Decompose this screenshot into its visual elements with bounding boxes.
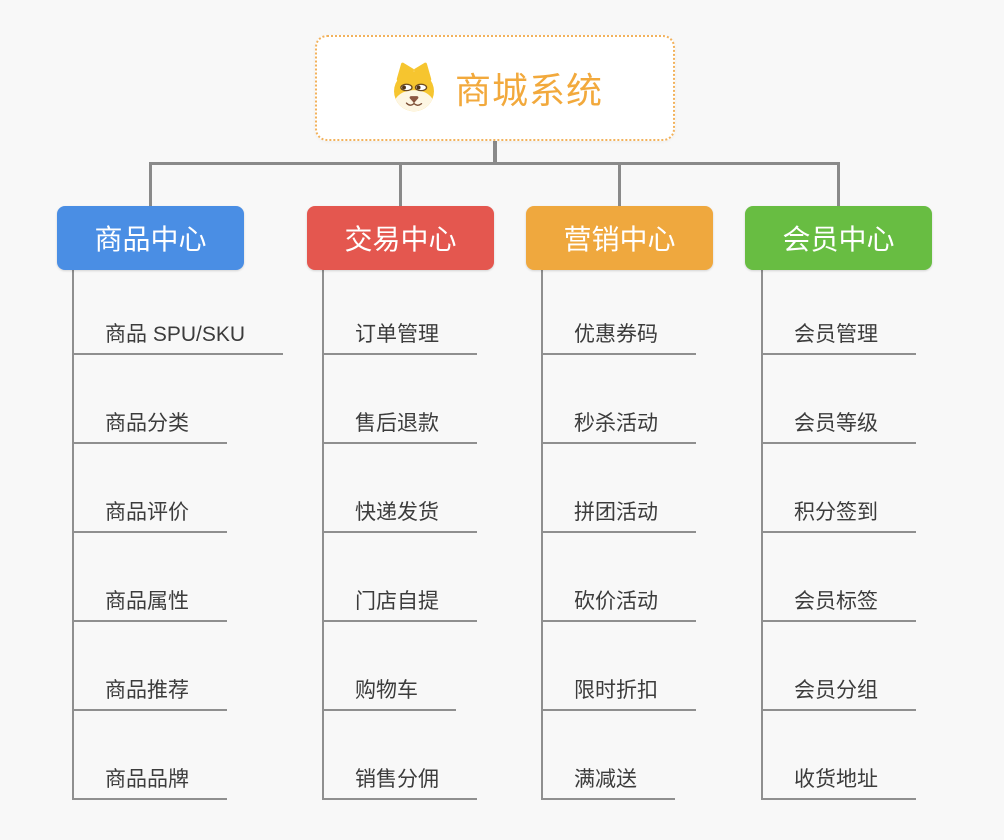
subtopic-node[interactable]: 会员等级 bbox=[761, 410, 916, 444]
branch-node-members[interactable]: 会员中心 bbox=[745, 206, 932, 270]
subtopic-node[interactable]: 订单管理 bbox=[322, 321, 477, 355]
branch-spine-2 bbox=[322, 268, 324, 800]
subtopic-node[interactable]: 商品 SPU/SKU bbox=[72, 321, 284, 355]
subtopic-node[interactable]: 商品推荐 bbox=[72, 677, 227, 711]
subtopic-node[interactable]: 会员标签 bbox=[761, 588, 916, 622]
doge-face-icon bbox=[394, 62, 434, 112]
branch-label: 交易中心 bbox=[344, 224, 457, 255]
branch-spine-1 bbox=[72, 268, 74, 800]
connector-drop-4 bbox=[837, 164, 840, 206]
subtopic-node[interactable]: 门店自提 bbox=[322, 588, 477, 622]
subtopic-node[interactable]: 会员管理 bbox=[761, 321, 916, 355]
subtopic-node[interactable]: 商品分类 bbox=[72, 410, 227, 444]
branch-label: 商品中心 bbox=[94, 224, 207, 255]
root-title: 商城系统 bbox=[454, 70, 603, 111]
subtopic-node[interactable]: 商品属性 bbox=[72, 588, 227, 622]
branch-label: 营销中心 bbox=[563, 224, 676, 255]
subtopic-node[interactable]: 收货地址 bbox=[761, 766, 916, 800]
subtopic-node[interactable]: 优惠券码 bbox=[541, 321, 696, 355]
subtopic-node[interactable]: 砍价活动 bbox=[541, 588, 696, 622]
root-node[interactable]: 商城系统 bbox=[315, 35, 675, 141]
subtopic-node[interactable]: 快递发货 bbox=[322, 499, 477, 533]
connector-drop-2 bbox=[399, 164, 402, 206]
subtopic-node[interactable]: 限时折扣 bbox=[541, 677, 696, 711]
branch-spine-3 bbox=[541, 268, 543, 800]
connector-bus bbox=[149, 162, 840, 165]
subtopic-node[interactable]: 拼团活动 bbox=[541, 499, 696, 533]
branch-node-trade[interactable]: 交易中心 bbox=[307, 206, 494, 270]
subtopic-node[interactable]: 满减送 bbox=[541, 766, 675, 800]
subtopic-node[interactable]: 商品品牌 bbox=[72, 766, 227, 800]
subtopic-node[interactable]: 商品评价 bbox=[72, 499, 227, 533]
subtopic-node[interactable]: 购物车 bbox=[322, 677, 456, 711]
branch-spine-4 bbox=[761, 268, 763, 800]
subtopic-node[interactable]: 会员分组 bbox=[761, 677, 916, 711]
subtopic-node[interactable]: 秒杀活动 bbox=[541, 410, 696, 444]
connector-drop-1 bbox=[149, 164, 152, 206]
connector-trunk bbox=[493, 140, 497, 165]
branch-node-products[interactable]: 商品中心 bbox=[57, 206, 244, 270]
subtopic-node[interactable]: 售后退款 bbox=[322, 410, 477, 444]
connector-drop-3 bbox=[618, 164, 621, 206]
branch-node-marketing[interactable]: 营销中心 bbox=[526, 206, 713, 270]
subtopic-node[interactable]: 积分签到 bbox=[761, 499, 916, 533]
subtopic-node[interactable]: 销售分佣 bbox=[322, 766, 477, 800]
branch-label: 会员中心 bbox=[782, 224, 895, 255]
